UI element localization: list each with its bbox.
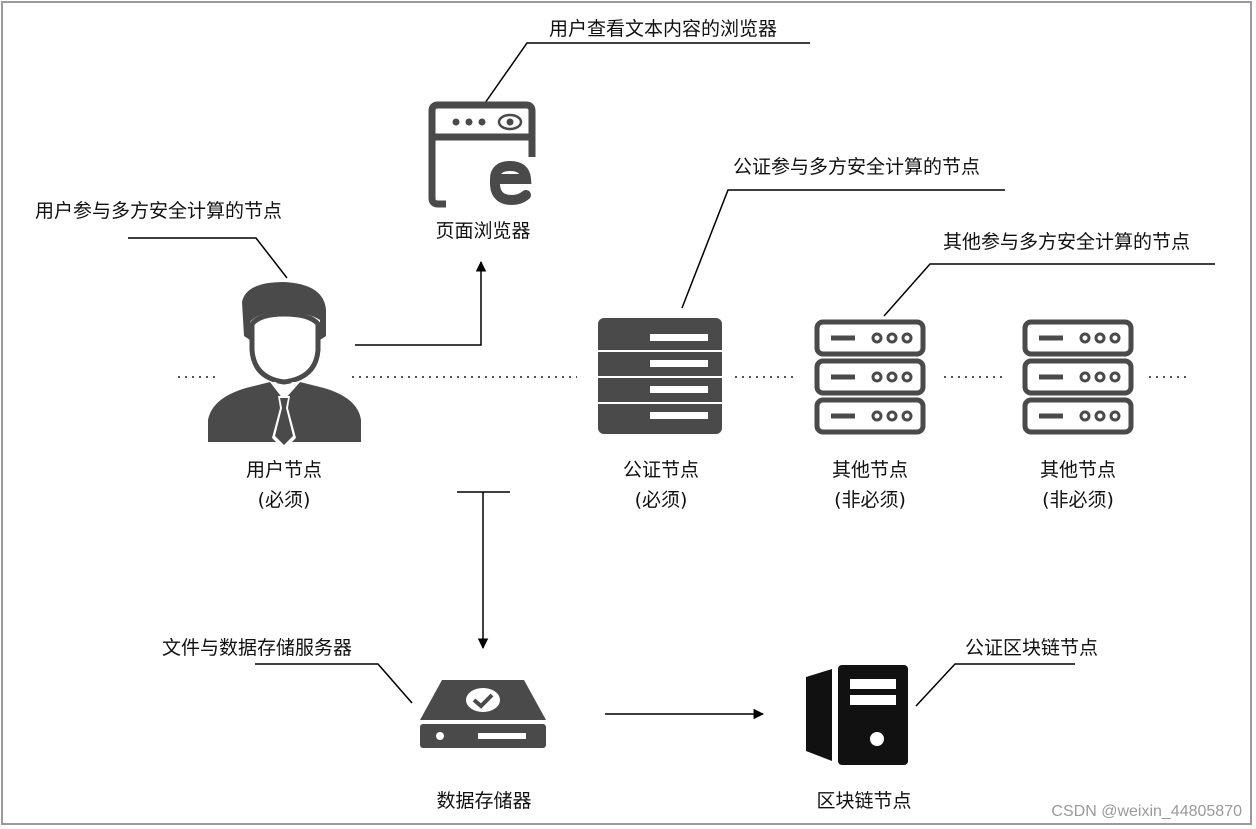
node-chain-label: 区块链节点 [816, 790, 912, 812]
connectors [355, 260, 765, 720]
node-other-2-note: (非必须) [1042, 489, 1114, 511]
node-other-1: 其他节点 (非必须) [832, 455, 908, 515]
node-user-label: 用户节点 [245, 459, 323, 481]
annotation-notary-chain: 公证区块链节点 [965, 637, 1099, 659]
node-other-1-label: 其他节点 [831, 459, 909, 481]
node-notary-label: 公证节点 [622, 459, 700, 481]
node-storage-label: 数据存储器 [436, 790, 532, 812]
annotation-other-participant: 其他参与多方安全计算的节点 [943, 231, 1191, 253]
leader-user [128, 237, 288, 279]
leader-notary [681, 189, 1005, 309]
server-rack-outline-icon [1022, 319, 1134, 435]
annotation-browser-view: 用户查看文本内容的浏览器 [549, 18, 778, 40]
storage-drive-icon [420, 680, 546, 748]
node-other-1-note: (非必须) [834, 489, 906, 511]
businessman-icon [208, 282, 361, 450]
server-rack-outline-icon [814, 319, 926, 435]
leader-chain [915, 663, 1075, 707]
arrow-user-to-browser [355, 260, 487, 346]
leader-file-server [255, 663, 413, 704]
leader-lines [128, 42, 1215, 707]
node-other-2: 其他节点 (非必须) [1040, 455, 1116, 515]
node-storage: 数据存储器 [436, 786, 531, 816]
node-notary-note: (必须) [634, 489, 688, 511]
node-user: 用户节点 (必须) [246, 455, 322, 515]
node-other-2-label: 其他节点 [1039, 459, 1117, 481]
node-chain: 区块链节点 [816, 786, 911, 816]
computer-tower-icon [806, 665, 908, 765]
node-browser-label: 页面浏览器 [435, 220, 531, 242]
watermark: CSDN @weixin_44805870 [1051, 803, 1242, 820]
leader-other [883, 263, 1215, 317]
annotation-file-server: 文件与数据存储服务器 [162, 637, 353, 659]
browser-window-icon [428, 101, 536, 208]
node-notary: 公证节点 (必须) [623, 455, 699, 515]
node-user-note: (必须) [257, 489, 311, 511]
leader-browser [484, 42, 810, 104]
annotation-notary-participant: 公证参与多方安全计算的节点 [733, 156, 981, 178]
server-rack-filled-icon [598, 318, 722, 434]
annotation-user-participant: 用户参与多方安全计算的节点 [35, 200, 283, 222]
node-browser: 页面浏览器 [435, 216, 530, 246]
